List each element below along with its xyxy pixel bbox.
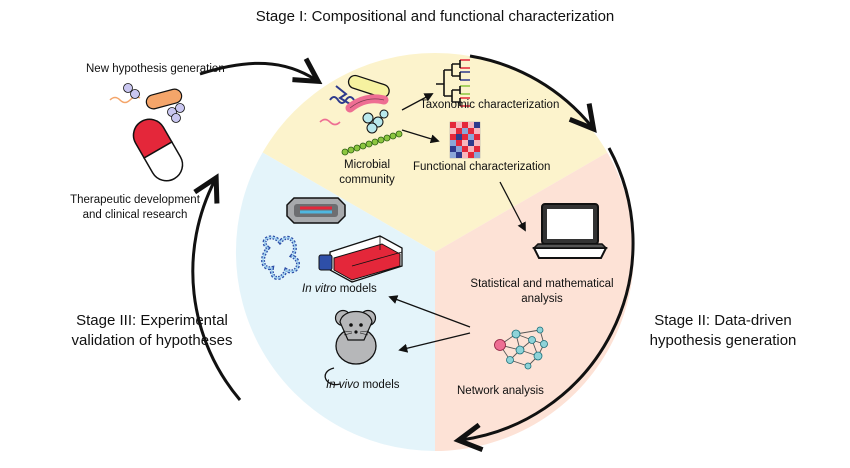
stage3-title: Stage III: Experimental validation of hy… bbox=[52, 311, 252, 351]
arc-stage2-to-stage3 bbox=[461, 147, 635, 440]
dna-strand-icon bbox=[261, 235, 300, 280]
heatmap-icon bbox=[449, 121, 481, 159]
stage2-title-line1: Stage II: Data-driven bbox=[654, 312, 792, 329]
arc-stage1-to-stage2 bbox=[469, 54, 592, 127]
stage1-title: Stage I: Compositional and functional ch… bbox=[255, 8, 615, 25]
statistical-label: Statistical and mathematical analysis bbox=[452, 277, 632, 307]
therapeutic-label-line1: Therapeutic development bbox=[70, 194, 200, 206]
statistical-label-line2: analysis bbox=[521, 293, 563, 305]
microbe-cluster-icon bbox=[319, 74, 403, 156]
new-hypothesis-label: New hypothesis generation bbox=[86, 63, 225, 75]
laptop-icon bbox=[532, 203, 608, 259]
microbial-label-line1: Microbial bbox=[343, 159, 390, 171]
cycle-arrows bbox=[191, 54, 635, 440]
invivo-label-italic: In vivo bbox=[326, 379, 360, 391]
stage3-sector bbox=[235, 152, 435, 451]
stage3-title-line2: validation of hypotheses bbox=[71, 332, 233, 349]
microbial-community-label: Microbial community bbox=[322, 158, 412, 188]
stage3-title-line1: Stage III: Experimental bbox=[76, 312, 228, 329]
stage2-title-line2: hypothesis generation bbox=[649, 332, 797, 349]
stage2-title: Stage II: Data-driven hypothesis generat… bbox=[628, 311, 818, 351]
microbial-label-line2: community bbox=[339, 174, 395, 186]
statistical-label-line1: Statistical and mathematical bbox=[470, 278, 614, 290]
network-label: Network analysis bbox=[457, 385, 544, 397]
flow-arrows bbox=[388, 93, 526, 353]
gut-organoid-icon bbox=[286, 197, 346, 224]
network-graph-icon bbox=[494, 326, 548, 370]
invivo-label-rest: models bbox=[359, 379, 400, 391]
arc-new-hypothesis bbox=[199, 63, 316, 80]
culture-flask-icon bbox=[318, 235, 403, 283]
invitro-label-rest: models bbox=[336, 283, 377, 295]
invivo-label: In vivo models bbox=[326, 378, 400, 393]
arc-stage3-to-stage1 bbox=[191, 180, 242, 401]
invitro-label: In vitro models bbox=[302, 282, 377, 297]
therapeutic-label-line2: and clinical research bbox=[82, 209, 188, 221]
arrow-to-functional bbox=[401, 129, 440, 144]
arrow-to-invitro bbox=[388, 295, 471, 328]
pill-capsule-icon bbox=[132, 118, 184, 182]
taxonomic-label: Taxonomic characterization bbox=[420, 99, 560, 111]
mouse-icon bbox=[324, 309, 377, 386]
arrow-to-taxonomic bbox=[401, 93, 434, 111]
hypothesis-microbes-icon bbox=[109, 83, 185, 123]
therapeutic-label: Therapeutic development and clinical res… bbox=[40, 193, 230, 223]
arrow-to-statistical bbox=[499, 181, 526, 232]
invitro-label-italic: In vitro bbox=[302, 283, 337, 295]
phylogenetic-tree-icon bbox=[436, 59, 470, 107]
functional-label: Functional characterization bbox=[413, 161, 551, 173]
arrow-to-invivo bbox=[398, 332, 471, 353]
